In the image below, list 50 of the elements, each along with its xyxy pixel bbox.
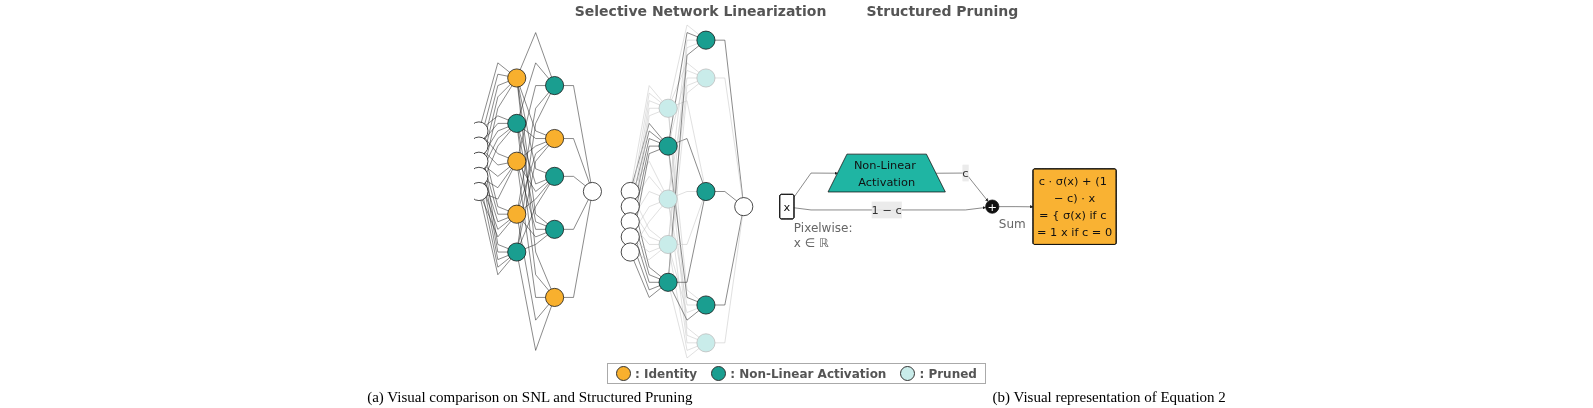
node-circle xyxy=(696,333,716,353)
node-circle xyxy=(658,189,678,209)
node-circle xyxy=(507,113,527,133)
node-annotation: Sum xyxy=(998,217,1026,233)
node-circle xyxy=(696,182,716,201)
panel-heading: Structured Pruning xyxy=(866,3,1019,19)
node-circle xyxy=(473,136,489,156)
legend-text: : Pruned xyxy=(919,366,977,381)
node-circle xyxy=(545,288,564,307)
node-circle xyxy=(582,182,602,201)
legend-text: : Non-Linear Activation xyxy=(730,366,887,381)
node-circle xyxy=(473,151,489,171)
node-circle xyxy=(473,166,489,186)
panel-caption: (a) Visual comparison on SNL and Structured Pruning xyxy=(367,388,693,406)
connector xyxy=(667,78,705,281)
node-circle xyxy=(545,76,564,95)
connector xyxy=(668,77,705,198)
node-circle xyxy=(507,151,527,171)
node-circle xyxy=(620,242,640,262)
connector xyxy=(667,78,705,243)
node-circle xyxy=(658,98,678,118)
edge-label: c xyxy=(962,166,969,180)
node-circle xyxy=(696,295,716,315)
node-circle xyxy=(620,227,640,247)
node-circle xyxy=(734,197,754,217)
node-circle xyxy=(658,235,678,254)
node-circle xyxy=(545,219,564,239)
node-circle xyxy=(620,197,640,217)
panel-heading: Selective Network Linearization xyxy=(574,3,827,19)
node-annotation: Pixelwise: xyxy=(793,220,853,236)
node-circle xyxy=(620,182,640,201)
node-circle xyxy=(658,136,678,156)
connector xyxy=(667,39,705,198)
node-circle xyxy=(545,166,564,186)
node-circle xyxy=(620,212,640,232)
node-circle xyxy=(473,182,489,201)
node-circle xyxy=(507,242,527,262)
node-circle xyxy=(473,121,489,141)
node-circle xyxy=(545,129,564,148)
node-annotation: x ∈ ℝ xyxy=(793,235,830,251)
connector xyxy=(667,41,705,281)
node-circle xyxy=(658,272,678,292)
legend-text: : Identity xyxy=(635,366,698,381)
node-circle xyxy=(507,204,527,224)
edge-label: 1 − c xyxy=(871,203,902,217)
node-circle xyxy=(696,68,716,88)
node-circle xyxy=(696,30,716,50)
panel-caption: (b) Visual representation of Equation 2 xyxy=(992,388,1226,406)
connector xyxy=(667,40,705,243)
node-circle xyxy=(507,68,527,88)
